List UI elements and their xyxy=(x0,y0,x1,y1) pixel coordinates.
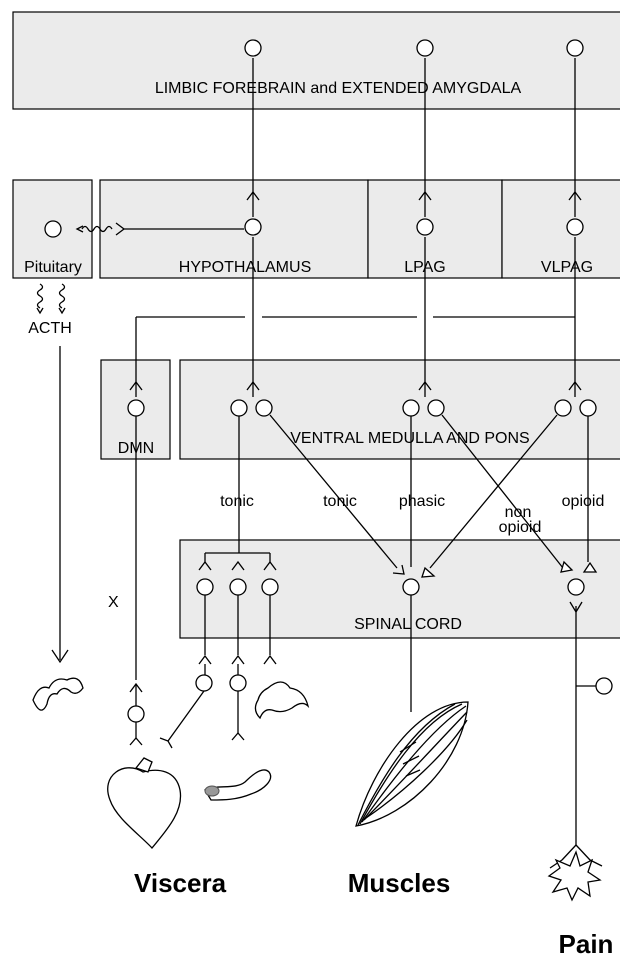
neuron-nodes xyxy=(44,39,613,723)
pain-label: Pain xyxy=(559,929,614,959)
non-opioid-label-1: non xyxy=(505,504,532,521)
spinal-outputs xyxy=(129,416,596,845)
descending-wires xyxy=(124,58,576,397)
vlpag-label: VLPAG xyxy=(541,259,593,276)
muscles-label: Muscles xyxy=(348,868,451,898)
acth-label: ACTH xyxy=(28,320,72,337)
synapse-forks xyxy=(115,190,582,391)
vagus-x-label: X xyxy=(108,594,119,611)
pituitary-target-organ xyxy=(32,677,84,711)
muscle-organ xyxy=(355,701,469,827)
spinal-cord-box xyxy=(179,539,620,639)
pituitary-label: Pituitary xyxy=(24,259,82,276)
tonic-label-2: tonic xyxy=(323,493,357,510)
tonic-label-1: tonic xyxy=(220,493,254,510)
lpag-box xyxy=(367,179,503,279)
pain-receptor xyxy=(547,844,603,902)
non-opioid-label-2: opioid xyxy=(499,519,542,536)
vlpag-box xyxy=(501,179,620,279)
limbic-forebrain-box xyxy=(12,11,620,110)
acth-arrows xyxy=(36,283,69,664)
phasic-label: phasic xyxy=(399,493,445,510)
spinal-cord-label: SPINAL CORD xyxy=(354,616,462,633)
gland-organ xyxy=(254,681,310,720)
medullary-projections xyxy=(198,414,598,578)
hormone-arrow xyxy=(75,225,113,233)
limbic-forebrain-label: LIMBIC FOREBRAIN and EXTENDED AMYGDALA xyxy=(155,80,522,97)
hypothalamus-label: HYPOTHALAMUS xyxy=(179,259,311,276)
gut-organ xyxy=(204,769,272,801)
opioid-label: opioid xyxy=(562,493,605,510)
viscera-label: Viscera xyxy=(134,868,227,898)
medulla-label: VENTRAL MEDULLA AND PONS xyxy=(290,430,529,447)
heart-organ xyxy=(107,757,182,849)
